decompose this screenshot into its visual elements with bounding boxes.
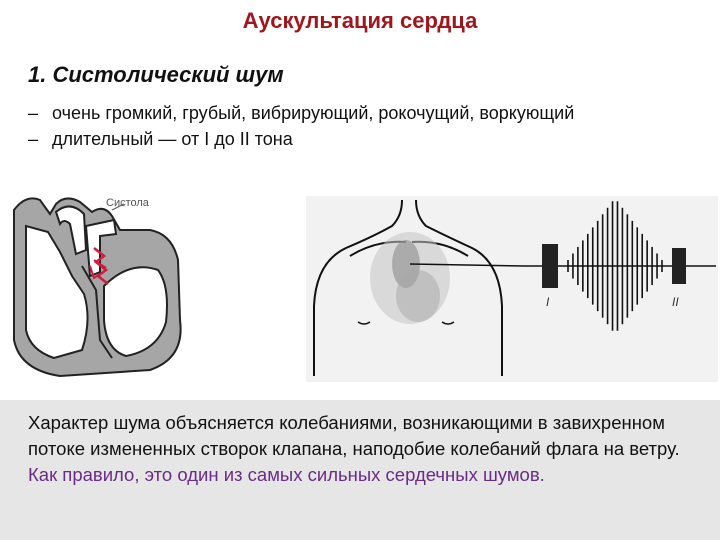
murmur-diamond bbox=[567, 201, 663, 331]
murmur-jet bbox=[93, 247, 109, 285]
explanation-paragraph: Характер шума объясняется колебаниями, в… bbox=[28, 410, 708, 488]
murmur-jet bbox=[93, 259, 107, 269]
aorta bbox=[54, 205, 88, 256]
pulmonary-trunk bbox=[84, 218, 118, 278]
tone-1-block bbox=[542, 244, 558, 288]
note-text: Как правило, это один из самых сильных с… bbox=[28, 464, 545, 485]
label-pointer bbox=[111, 203, 125, 211]
torso-outline bbox=[313, 199, 403, 376]
heart-diagram: Систола bbox=[0, 190, 190, 382]
bullet-item: – длительный — от I до II тона bbox=[28, 126, 668, 152]
slide-title: Аускультация сердца bbox=[242, 8, 478, 33]
septum bbox=[81, 265, 113, 359]
murmur-zone bbox=[370, 232, 450, 324]
right-ventricle bbox=[25, 224, 89, 360]
nipple bbox=[441, 321, 455, 325]
tone-2-label: II bbox=[672, 295, 679, 309]
tone-1-label: I bbox=[546, 295, 550, 309]
heart-diagram-svg: Систола bbox=[13, 197, 182, 378]
text-panel bbox=[0, 400, 720, 540]
left-ventricle bbox=[103, 266, 168, 358]
auscultation-diagram: I II bbox=[306, 196, 718, 382]
auscultation-svg: I II bbox=[306, 196, 718, 382]
murmur-jet bbox=[89, 265, 101, 280]
tone-2-block bbox=[672, 248, 686, 284]
bullet-dash: – bbox=[28, 129, 39, 149]
bullet-list: – очень громкий, грубый, вибрирующий, ро… bbox=[28, 100, 668, 152]
systole-label: Систола bbox=[106, 197, 150, 209]
pointer-line bbox=[409, 263, 525, 267]
bullet-item: – очень громкий, грубый, вибрирующий, ро… bbox=[28, 100, 668, 126]
nipple bbox=[357, 321, 371, 325]
explanation-text: Характер шума объясняется колебаниями, в… bbox=[28, 412, 680, 459]
bullet-dash: – bbox=[28, 103, 39, 123]
slide-subtitle: 1. Систолический шум bbox=[28, 62, 284, 87]
bullet-text: длительный — от I до II тона bbox=[52, 129, 293, 149]
torso-outline bbox=[415, 199, 503, 376]
bullet-text: очень громкий, грубый, вибрирующий, роко… bbox=[52, 103, 575, 123]
